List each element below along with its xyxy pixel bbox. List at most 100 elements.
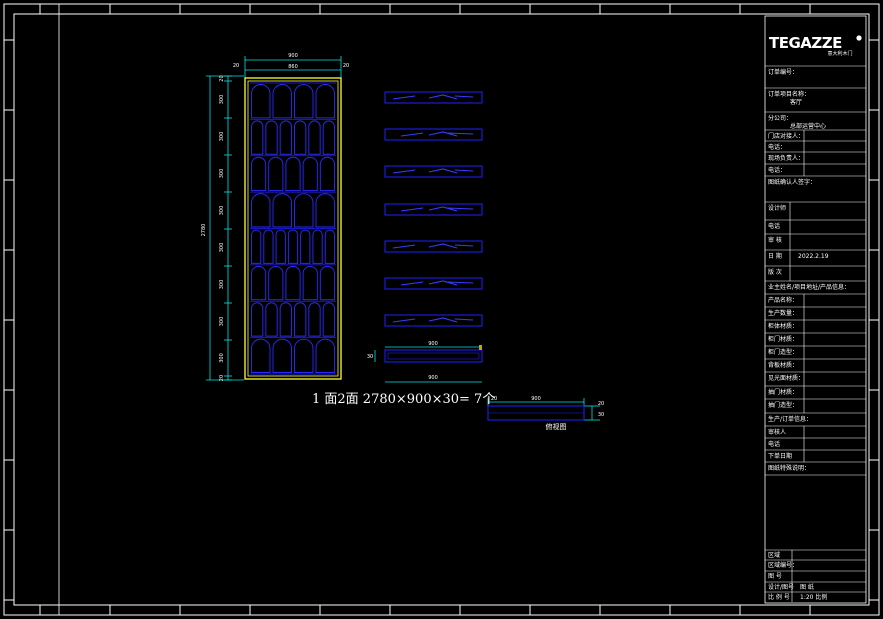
panel-arch-cell: [285, 156, 301, 192]
panel-arch-cell: [272, 193, 292, 228]
panel-arch-cell: [315, 193, 335, 228]
panel-arch-cell: [324, 229, 335, 264]
section-marker: [479, 345, 482, 350]
profile-bar: [384, 91, 483, 104]
title-block-label: 比 例 号: [768, 593, 790, 601]
section-dim-total: 900: [428, 375, 438, 381]
title-block-label: 设计/图号: [768, 583, 794, 591]
profile-bar: [384, 203, 483, 216]
title-block-label: 业主姓名/项目地址/产品信息：: [768, 283, 850, 291]
profile-groove: [392, 168, 474, 174]
panel-arch-cell: [308, 120, 321, 155]
title-block-label: 电话: [768, 222, 780, 230]
panel-arch-cell: [251, 302, 264, 337]
title-block-label: 柜体材质：: [768, 322, 798, 330]
title-block-label: 柜门材质：: [768, 335, 798, 343]
panel-arch-cell: [251, 84, 271, 119]
title-block-label: 产品名称：: [768, 296, 798, 304]
title-block-frame: [764, 15, 867, 604]
border-ticks: [4, 4, 879, 615]
title-block-label: 订单编号：: [768, 68, 798, 76]
panel-arch-cell: [315, 338, 335, 373]
logo-subtitle: 意大利木门: [827, 50, 852, 57]
main-view: 900 860 20 20 2780 203003003003003003003…: [201, 53, 349, 381]
panel-arch-cell: [319, 265, 335, 301]
title-block-label: 审核人: [768, 428, 786, 436]
title-block-value: 总部运营中心: [790, 122, 826, 130]
panel-arch-cell: [300, 229, 311, 264]
row-dim-label: 300: [219, 243, 225, 253]
title-block-label: 分公司：: [768, 114, 792, 122]
drawing-caption: 1 面2面 2780×900×30= 7个: [312, 392, 495, 407]
bottom-section-label: 俯视图: [546, 422, 567, 431]
title-block-label: 抽门材质：: [768, 388, 798, 396]
section-dim-height: 30: [367, 354, 373, 360]
title-block-label: 图 号: [768, 573, 782, 580]
sheet-border: [3, 3, 880, 616]
profile-bar: [384, 128, 483, 141]
profile-bar: [384, 314, 483, 327]
top-dimension: [244, 56, 342, 78]
title-block-rows: 订单编号：订单项目名称：客厅分公司：总部运营中心门店对接人：电话：现场负责人：电…: [765, 65, 866, 476]
title-block-label: 日 期: [768, 252, 782, 260]
panel-arch-cell: [287, 229, 299, 264]
title-block-label: 图纸确认人签字：: [768, 178, 816, 186]
panel-arch-cell: [263, 229, 274, 264]
panel-arch-cell: [302, 265, 318, 301]
row-dim-label: 20: [219, 75, 225, 81]
row-dim-label: 300: [219, 206, 225, 216]
profile-groove: [392, 317, 474, 323]
row-ticks: [224, 75, 232, 381]
profile-groove: [392, 94, 474, 100]
panel-arch-cell: [319, 156, 335, 192]
title-block-label: 电话: [768, 440, 780, 448]
door-frame-outer: [244, 77, 342, 380]
bottom-dim-side: 20: [491, 396, 497, 402]
width-dim-outer: 900: [288, 53, 298, 59]
panel-arch-cell: [294, 338, 314, 373]
panel-arch-cell: [294, 120, 307, 155]
logo: TEGAZZE 意大利木门: [769, 34, 862, 57]
logo-text: TEGAZZE: [769, 34, 842, 52]
row-dim-label: 300: [219, 280, 225, 290]
panel-arch-cell: [279, 120, 292, 155]
panel-arch-cell: [279, 302, 292, 337]
panel-arch-cell: [294, 84, 314, 119]
logo-registered-icon: [856, 35, 862, 41]
panel-arch-cell: [302, 156, 318, 192]
section-view: 900 30 900: [367, 341, 483, 383]
title-block-value: 1:20 比例: [800, 593, 827, 601]
edge-dim-right: 20: [343, 63, 349, 69]
panel-arch-cell: [312, 229, 323, 264]
bottom-dim-main: 900: [531, 396, 541, 402]
panel-arch-cell: [272, 338, 292, 373]
profile-bar: [384, 240, 483, 253]
panel-arch-cell: [251, 338, 271, 373]
title-block-label: 电话：: [768, 166, 786, 174]
panel-arch-cell: [251, 156, 267, 192]
title-block-label: 抽门造型：: [768, 401, 798, 409]
row-dim-label: 300: [219, 95, 225, 105]
panel-arch-cell: [268, 265, 284, 301]
title-block-label: 图纸特殊说明：: [768, 464, 810, 472]
panel-arch-cell: [308, 302, 321, 337]
title-block-label: 区域编号：: [768, 561, 798, 569]
profile-groove: [400, 131, 474, 137]
title-block-label: 门店对接人：: [768, 132, 804, 140]
profile-groove: [392, 243, 474, 249]
title-block-value: 图 纸: [800, 583, 814, 591]
panel-arch-cell: [285, 265, 301, 301]
title-block-value: 2022.2.19: [798, 253, 829, 260]
panel-arch-cell: [272, 84, 292, 119]
section-bar: [384, 349, 483, 363]
panel-arch-cell: [265, 120, 278, 155]
profile-groove: [400, 206, 474, 212]
panel-arch-cell: [294, 193, 314, 228]
title-block-label: 生产数量：: [768, 309, 798, 317]
title-block-label: 现场负责人：: [768, 154, 804, 162]
panel-arch-cell: [251, 229, 262, 264]
panel-arch-cell: [251, 265, 267, 301]
panel-arch-cell: [251, 193, 271, 228]
panel-grid: [250, 82, 336, 375]
